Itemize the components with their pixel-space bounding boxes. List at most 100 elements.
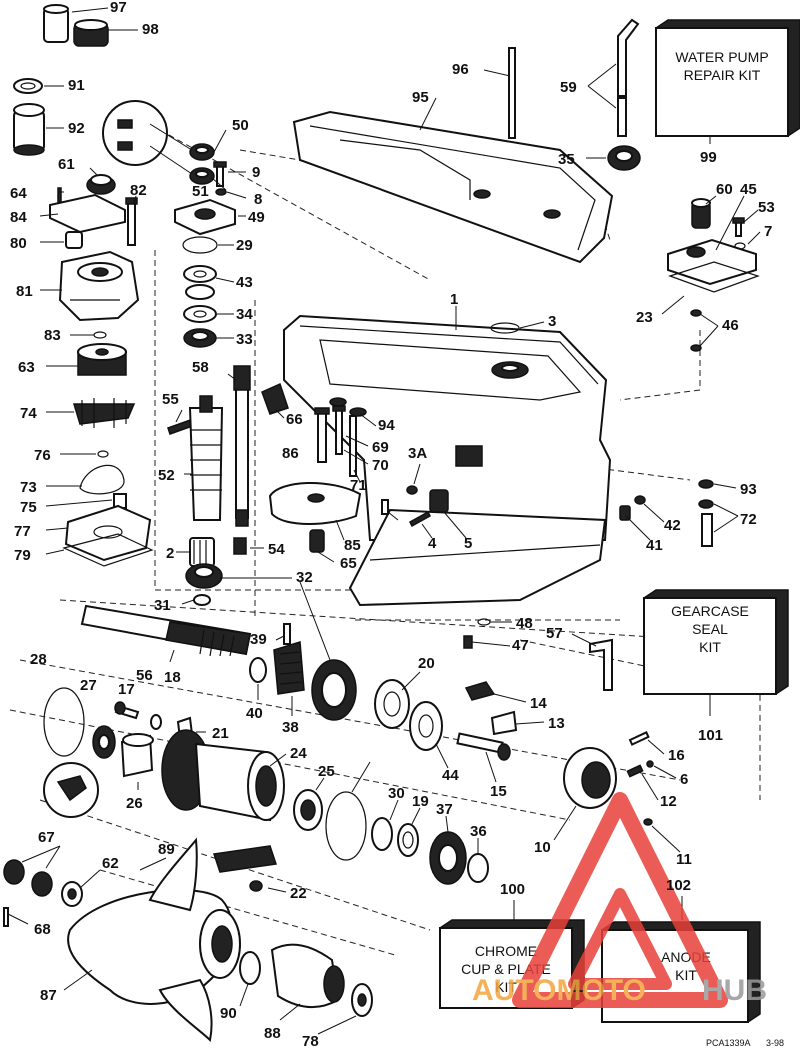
callout-24: 24 [290, 745, 307, 762]
callout-58: 58 [192, 359, 209, 376]
callout-74: 74 [20, 405, 37, 422]
callout-28: 28 [30, 651, 47, 668]
callout-78: 78 [302, 1033, 319, 1050]
part-72-screw [698, 499, 714, 547]
callout-45: 45 [740, 181, 757, 198]
callout-53: 53 [758, 199, 775, 216]
callout-labels: 97 98 91 92 50 9 8 51 61 64 84 82 49 80 … [10, 0, 775, 1050]
part-32-bearing-cone [185, 563, 223, 589]
callout-59: 59 [560, 79, 577, 96]
callout-9: 9 [252, 164, 260, 181]
callout-56: 56 [136, 667, 153, 684]
callout-4: 4 [428, 535, 437, 552]
callout-47: 47 [512, 637, 529, 654]
part-43-washer [183, 265, 217, 283]
part-16-pin [628, 731, 650, 746]
part-76-key [97, 450, 109, 458]
watermark-text-part2: HUB [702, 974, 767, 1007]
part-91-grommet [13, 78, 43, 94]
callout-61: 61 [58, 156, 75, 173]
part-37-reverse-gear [429, 831, 467, 885]
callout-15: 15 [490, 783, 507, 800]
part-49-cover [174, 198, 236, 236]
watermark-text-part1: AUTOMOTO [472, 974, 646, 1007]
callout-71: 71 [350, 477, 367, 494]
callout-21: 21 [212, 725, 229, 742]
callout-87: 87 [40, 987, 57, 1004]
part-58-shift-rod [233, 365, 251, 527]
part-10-bearing-housing [563, 747, 617, 809]
callout-84: 84 [10, 209, 27, 226]
callout-46: 46 [722, 317, 739, 334]
part-63-impeller-cup [77, 343, 127, 376]
part-67-nut [3, 859, 53, 897]
part-8-washer [215, 188, 227, 196]
part-97-sleeve [43, 4, 69, 43]
part-15-cam [456, 732, 511, 761]
callout-72: 72 [740, 511, 757, 528]
part-86-plug [261, 382, 289, 415]
part-28-o-ring-left [43, 687, 85, 757]
part-71-stud [349, 415, 357, 477]
part-65-screw [309, 529, 325, 553]
callout-20: 20 [418, 655, 435, 672]
callout-73: 73 [20, 479, 37, 496]
callout-30: 30 [388, 785, 405, 802]
part-60-cap [691, 198, 711, 229]
callout-19: 19 [412, 793, 429, 810]
part-52-drive-shaft-bearing [188, 395, 224, 521]
callout-64: 64 [10, 185, 27, 202]
part-85-trim-tab [268, 481, 362, 525]
part-88-thrust-hub [270, 943, 345, 1009]
part-82-screw [125, 197, 138, 246]
callout-34: 34 [236, 306, 253, 323]
part-51-seal [189, 167, 215, 185]
part-18-prop-shaft [80, 604, 252, 657]
callout-26: 26 [126, 795, 143, 812]
kit-water-pump-line1: WATER PUMP [675, 49, 768, 65]
callout-89: 89 [158, 841, 175, 858]
callout-33: 33 [236, 331, 253, 348]
callout-25: 25 [318, 763, 335, 780]
callout-81: 81 [16, 283, 33, 300]
callout-99: 99 [700, 149, 717, 166]
callout-66: 66 [286, 411, 303, 428]
part-90-spacer [239, 951, 261, 985]
callout-86: 86 [282, 445, 299, 462]
part-46-washers [690, 309, 702, 352]
part-96-stud [508, 47, 516, 139]
part-57-rod [589, 638, 613, 691]
part-33-bearing [183, 328, 217, 348]
callout-52: 52 [158, 467, 175, 484]
kit-gearcase-line1: GEARCASE [671, 603, 749, 619]
part-28-o-ring-right [325, 791, 367, 861]
callout-90: 90 [220, 1005, 237, 1022]
callout-29: 29 [236, 237, 253, 254]
part-95-exhaust-housing [292, 110, 614, 264]
part-20-thrust-washer [374, 679, 410, 729]
watermark-logo: AUTOMOTO HUB [472, 792, 767, 1008]
callout-49: 49 [248, 209, 265, 226]
callout-67: 67 [38, 829, 55, 846]
part-39-pin [283, 623, 291, 645]
part-44-washer [409, 701, 443, 751]
callout-22: 22 [290, 885, 307, 902]
callout-51: 51 [192, 183, 209, 200]
kit-chrome-line3: KIT [495, 979, 517, 995]
part-35-seal [607, 145, 641, 171]
part-50-51-detail-circle [102, 100, 196, 177]
part-29-o-ring [182, 236, 218, 254]
part-3a-fitting [406, 485, 418, 495]
part-27-detail-circle [43, 762, 99, 818]
callout-43: 43 [236, 274, 253, 291]
callout-7: 7 [764, 223, 772, 240]
part-93-washer [698, 479, 714, 489]
part-43b-washer [185, 284, 215, 300]
part-78-washer [351, 983, 373, 1017]
callout-100: 100 [500, 881, 525, 898]
callout-70: 70 [372, 457, 389, 474]
callout-65: 65 [340, 555, 357, 572]
part-22-screw [249, 880, 263, 892]
callout-98: 98 [142, 21, 159, 38]
part-50-seal [189, 143, 215, 161]
